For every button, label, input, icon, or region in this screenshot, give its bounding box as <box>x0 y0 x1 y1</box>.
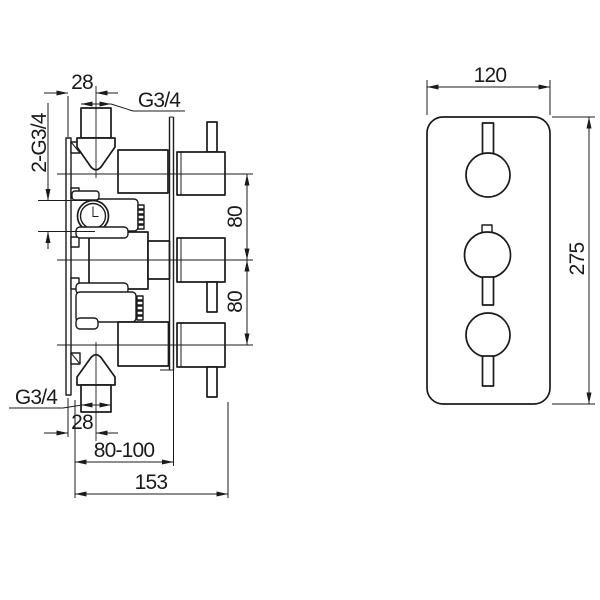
dim-upper-spacing-label: 80 <box>224 206 247 228</box>
middle-cartridge <box>75 226 171 295</box>
knob-bottom-dial <box>465 312 511 358</box>
dim-bottom-offset-label: 28 <box>71 411 93 434</box>
lower-port-body <box>75 291 144 330</box>
knob-bottom <box>465 312 511 387</box>
dim-plate-width: 120 <box>426 64 551 115</box>
dim-lower-spacing-label: 80 <box>224 291 247 313</box>
dim-plate-height-label: 275 <box>566 243 589 276</box>
dim-port-spacing: 80 80 <box>224 174 250 345</box>
dim-overall-depth: 153 <box>75 402 229 498</box>
dim-plate-width-label: 120 <box>474 64 507 87</box>
middle-handle <box>176 237 226 313</box>
top-cartridge <box>117 149 169 194</box>
knob-middle-lever <box>481 276 495 306</box>
top-handle-lever <box>206 121 218 153</box>
wall-bracket <box>65 137 81 396</box>
dim-overall-depth-label: 153 <box>135 471 168 494</box>
knob-middle-dial <box>463 231 512 279</box>
dim-side-port-thread-label: 2-G3/4 <box>28 112 51 173</box>
trim-plate-edge <box>160 116 175 371</box>
front-view: 120 275 <box>426 64 595 405</box>
dim-installation-depth-label: 80-100 <box>94 439 155 462</box>
knob-middle <box>463 224 512 306</box>
top-handle <box>176 121 226 196</box>
dim-bottom-port-thread-label: G3/4 <box>15 386 58 409</box>
callout-bottom-port-thread: G3/4 <box>9 386 111 409</box>
bottom-handle <box>176 322 226 398</box>
callout-side-port-thread: 2-G3/4 <box>28 103 95 249</box>
centerlines <box>57 86 253 441</box>
knob-bottom-lever <box>481 355 495 387</box>
dim-top-offset: 28 <box>44 71 118 137</box>
bottom-handle-lever <box>206 366 218 398</box>
side-view: 28 G3/4 2-G3/4 80 80 <box>9 71 253 498</box>
bracket-clip <box>70 236 80 248</box>
side-outlet-port <box>71 190 145 233</box>
dim-bottom-offset: 28 <box>44 398 118 437</box>
middle-handle-lever <box>206 281 218 313</box>
dim-plate-height: 275 <box>552 116 595 405</box>
dim-top-port-thread-label: G3/4 <box>138 89 181 112</box>
dim-installation-depth: 80-100 <box>74 370 174 498</box>
knob-top-dial <box>465 152 511 198</box>
dim-top-offset-label: 28 <box>71 71 93 94</box>
knob-top <box>465 122 511 198</box>
knob-top-lever <box>481 122 495 155</box>
bottom-cartridge <box>117 321 170 367</box>
callout-top-port-thread: G3/4 <box>81 89 185 112</box>
